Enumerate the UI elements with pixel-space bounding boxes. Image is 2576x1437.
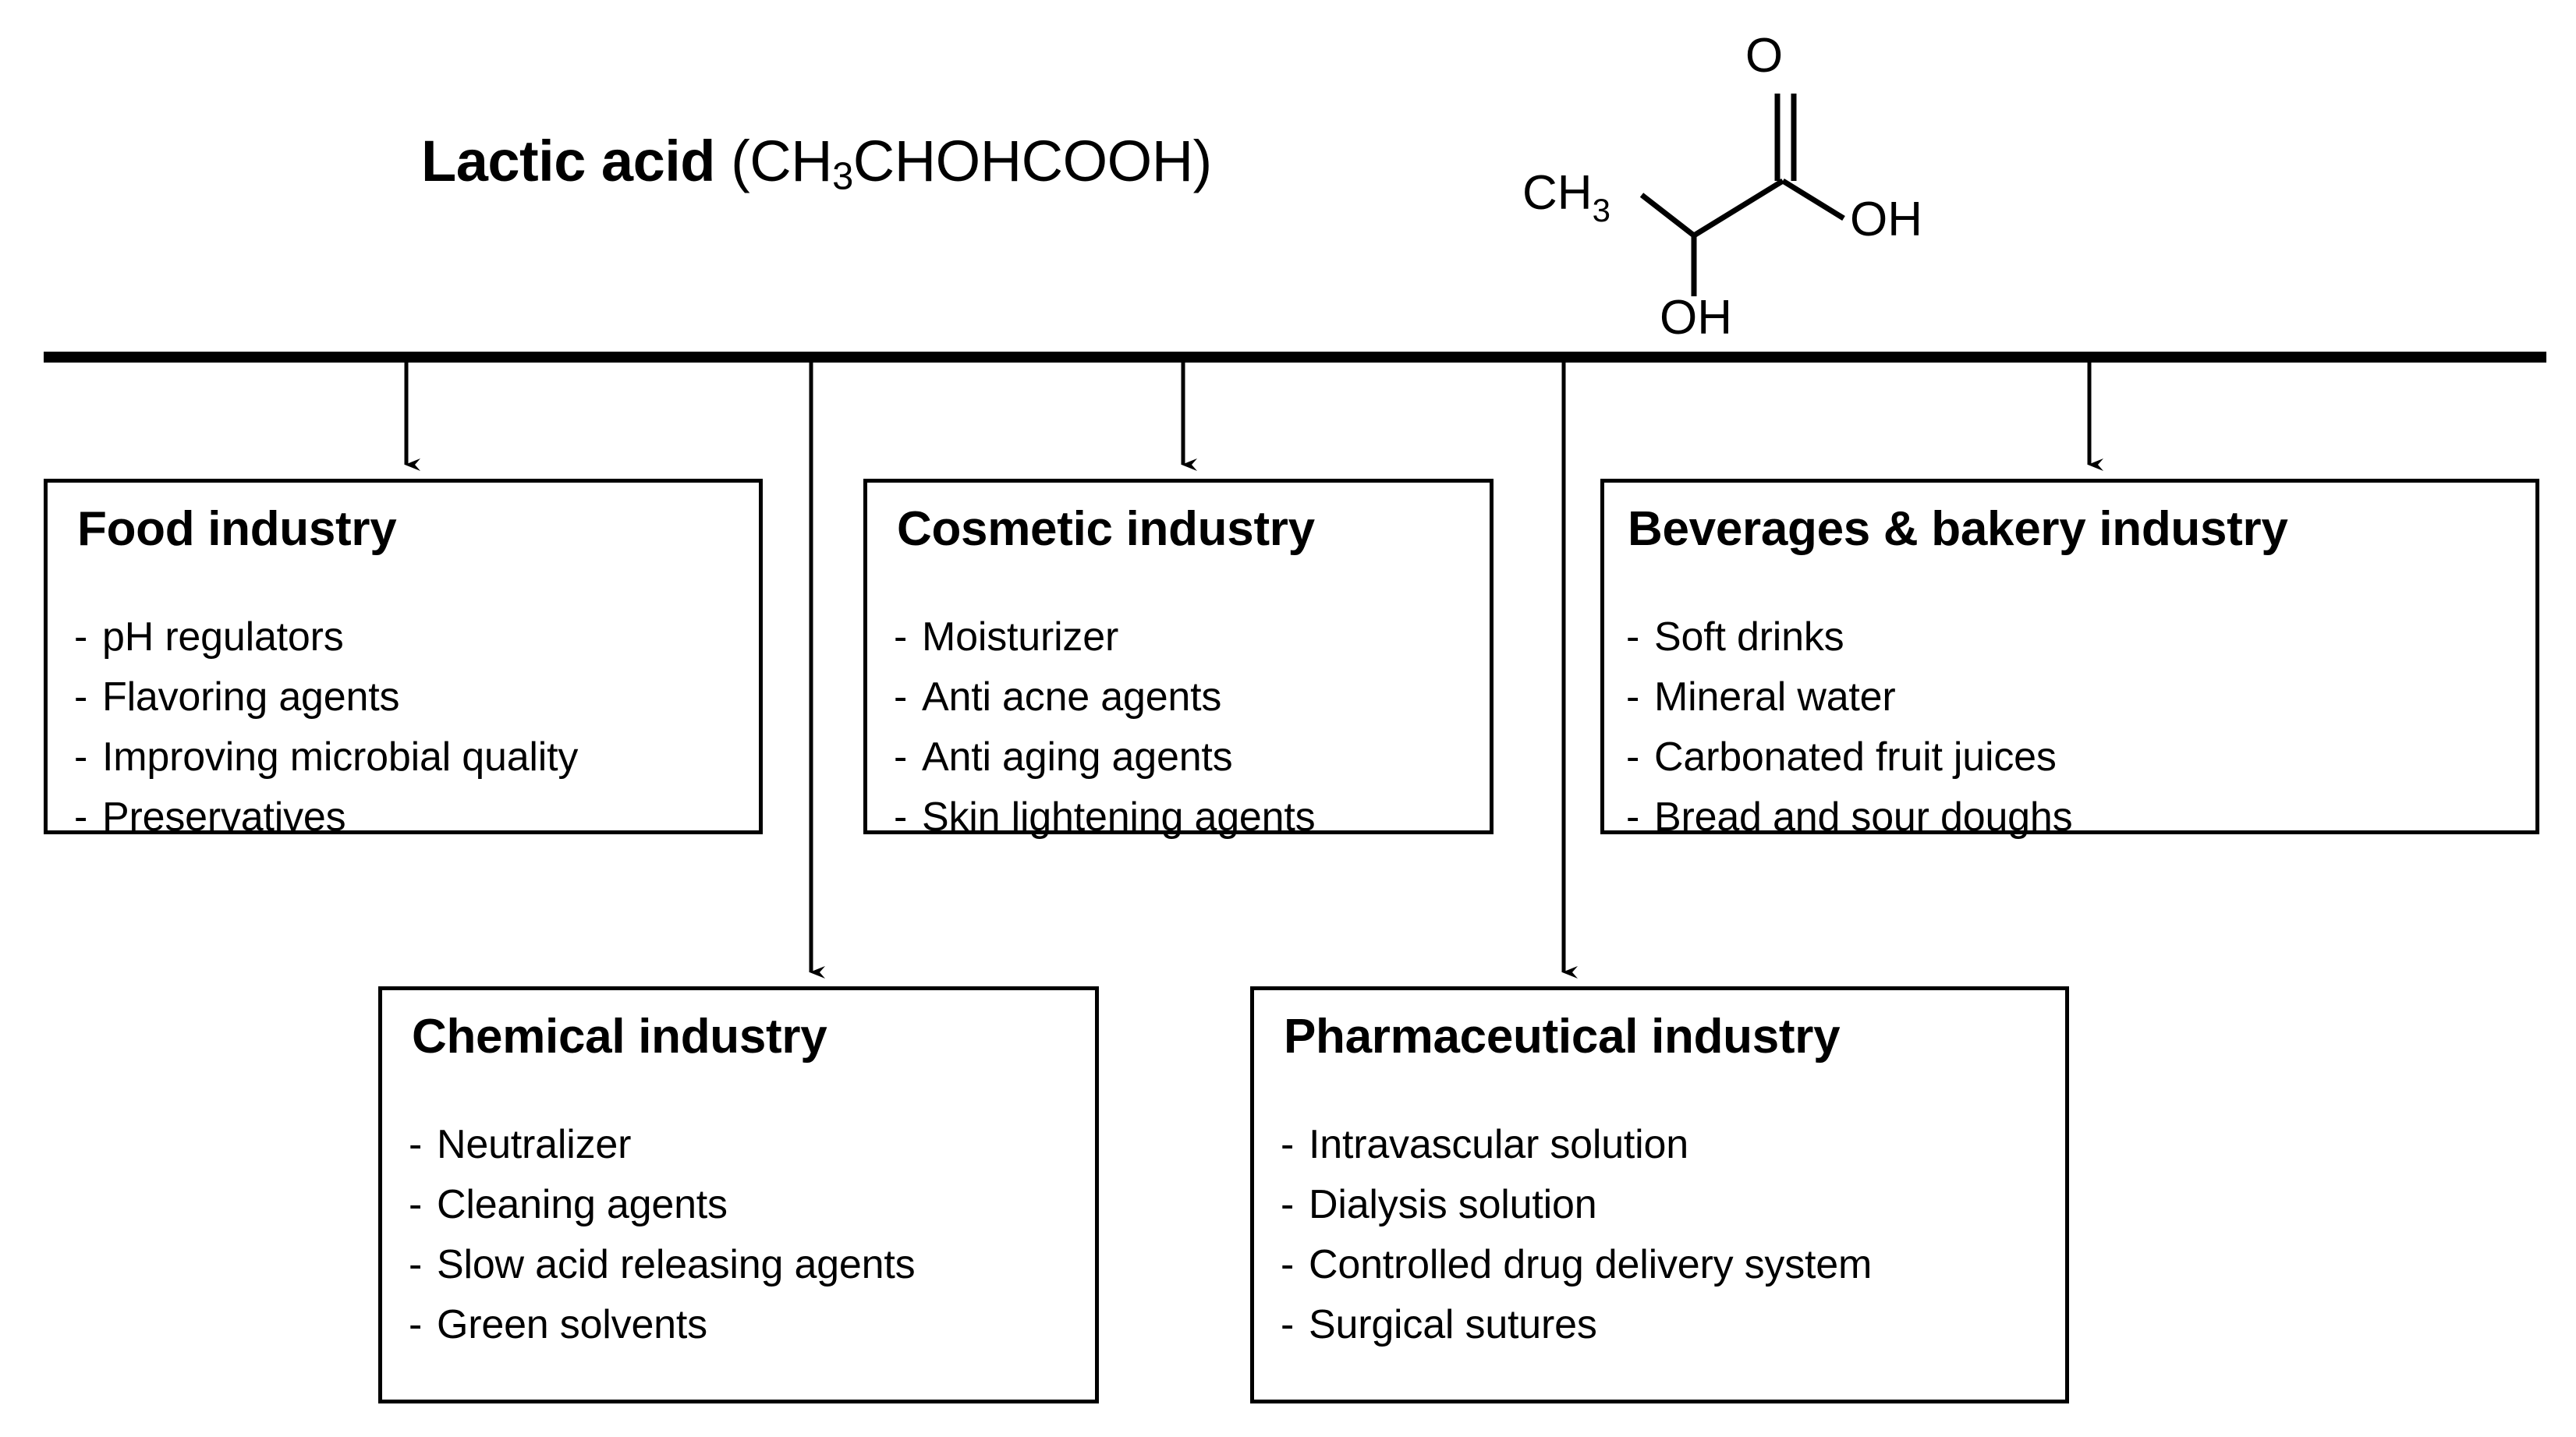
list-item-label: Bread and sour doughs: [1654, 795, 2073, 840]
structure-label-alpha-hydroxyl: OH: [1660, 291, 1732, 335]
list-item-label: Skin lightening agents: [922, 795, 1316, 840]
bullet-marker: -: [74, 795, 88, 840]
bullet-marker: -: [894, 795, 908, 840]
list-item-label: Dialysis solution: [1309, 1182, 1597, 1227]
list-item-label: Improving microbial quality: [102, 734, 579, 780]
formula-subscript: 3: [832, 155, 853, 198]
industry-box-chemical[interactable]: Chemical industry -Neutralizer -Cleaning…: [378, 986, 1099, 1403]
list-item: -pH regulators: [74, 607, 578, 667]
industry-box-pharmaceutical[interactable]: Pharmaceutical industry -Intravascular s…: [1250, 986, 2069, 1403]
list-item: -Bread and sour doughs: [1626, 788, 2073, 848]
industry-list-chemical: -Neutralizer -Cleaning agents -Slow acid…: [409, 1115, 916, 1355]
bullet-marker: -: [409, 1242, 423, 1287]
bullet-marker: -: [74, 674, 88, 720]
industry-title-pharmaceutical: Pharmaceutical industry: [1284, 1010, 1841, 1064]
structure-label-carboxyl-hydroxyl: OH: [1850, 193, 1922, 246]
list-item-label: Moisturizer: [922, 614, 1119, 660]
industry-title-cosmetic: Cosmetic industry: [897, 502, 1315, 556]
list-item-label: Green solvents: [437, 1302, 707, 1347]
list-item-label: Preservatives: [102, 795, 346, 840]
bullet-marker: -: [894, 734, 908, 780]
list-item-label: Flavoring agents: [102, 674, 400, 720]
industry-box-food[interactable]: Food industry -pH regulators -Flavoring …: [44, 479, 763, 840]
list-item: -Controlled drug delivery system: [1281, 1235, 1872, 1295]
bullet-marker: -: [894, 614, 908, 660]
list-item: -Flavoring agents: [74, 667, 578, 727]
list-item: -Anti aging agents: [894, 727, 1315, 788]
bullet-marker: -: [74, 614, 88, 660]
list-item: -Slow acid releasing agents: [409, 1235, 916, 1295]
list-item-label: Surgical sutures: [1309, 1302, 1597, 1347]
bullet-marker: -: [409, 1122, 423, 1167]
list-item: -Skin lightening agents: [894, 788, 1316, 848]
bullet-marker: -: [1281, 1122, 1295, 1167]
list-item: -Mineral water: [1626, 667, 2072, 727]
industry-list-food: -pH regulators -Flavoring agents -Improv…: [74, 607, 578, 848]
list-item-label: Anti aging agents: [922, 734, 1233, 780]
bullet-marker: -: [1281, 1182, 1295, 1227]
list-item: -Neutralizer: [409, 1115, 915, 1175]
bullet-marker: -: [1626, 614, 1640, 660]
title-formula: (CH3CHOHCOOH): [715, 129, 1213, 196]
list-item: -Dialysis solution: [1281, 1175, 1872, 1235]
lactic-acid-structure-icon: CH3 O OH OH: [1482, 8, 1965, 335]
list-item-label: Intravascular solution: [1309, 1122, 1688, 1167]
industry-list-beverages: -Soft drinks -Mineral water -Carbonated …: [1626, 607, 2073, 848]
industry-title-food: Food industry: [77, 502, 397, 556]
industry-box-beverages[interactable]: Beverages & bakery industry -Soft drinks…: [1600, 479, 2539, 840]
bullet-marker: -: [1281, 1302, 1295, 1347]
distribution-bar: [44, 352, 2546, 363]
list-item-label: Neutralizer: [437, 1122, 632, 1167]
industry-list-cosmetic: -Moisturizer -Anti acne agents -Anti agi…: [894, 607, 1316, 848]
bullet-marker: -: [1626, 674, 1640, 720]
list-item: -Intravascular solution: [1281, 1115, 1872, 1175]
list-item: -Improving microbial quality: [74, 727, 578, 788]
bullet-marker: -: [74, 734, 88, 780]
bullet-marker: -: [894, 674, 908, 720]
list-item: -Preservatives: [74, 788, 578, 848]
list-item-label: Soft drinks: [1654, 614, 1844, 660]
bullet-marker: -: [1281, 1242, 1295, 1287]
title-compound-name: Lactic acid: [421, 129, 716, 193]
list-item-label: Controlled drug delivery system: [1309, 1242, 1873, 1287]
bullet-marker: -: [409, 1302, 423, 1347]
list-item: -Moisturizer: [894, 607, 1315, 667]
page-title: Lactic acid (CH3CHOHCOOH): [421, 133, 1212, 196]
list-item-label: Anti acne agents: [922, 674, 1222, 720]
industry-box-cosmetic[interactable]: Cosmetic industry -Moisturizer -Anti acn…: [863, 479, 1494, 840]
industry-title-chemical: Chemical industry: [412, 1010, 827, 1064]
list-item-label: pH regulators: [102, 614, 344, 660]
list-item-label: Cleaning agents: [437, 1182, 728, 1227]
list-item-label: Slow acid releasing agents: [437, 1242, 916, 1287]
industry-title-beverages: Beverages & bakery industry: [1628, 502, 2288, 556]
list-item-label: Carbonated fruit juices: [1654, 734, 2057, 780]
industry-list-pharmaceutical: -Intravascular solution -Dialysis soluti…: [1281, 1115, 1872, 1355]
formula-suffix: CHOHCOOH): [852, 129, 1213, 193]
list-item: -Green solvents: [409, 1295, 915, 1355]
bullet-marker: -: [409, 1182, 423, 1227]
list-item-label: Mineral water: [1654, 674, 1896, 720]
list-item: -Cleaning agents: [409, 1175, 915, 1235]
list-item: -Anti acne agents: [894, 667, 1315, 727]
structure-label-methyl: CH3: [1522, 166, 1610, 228]
bullet-marker: -: [1626, 734, 1640, 780]
list-item: -Soft drinks: [1626, 607, 2072, 667]
bullet-marker: -: [1626, 795, 1640, 840]
list-item: -Surgical sutures: [1281, 1295, 1872, 1355]
structure-label-carbonyl-oxygen: O: [1745, 29, 1783, 83]
list-item: -Carbonated fruit juices: [1626, 727, 2072, 788]
formula-prefix: (CH: [731, 129, 833, 193]
